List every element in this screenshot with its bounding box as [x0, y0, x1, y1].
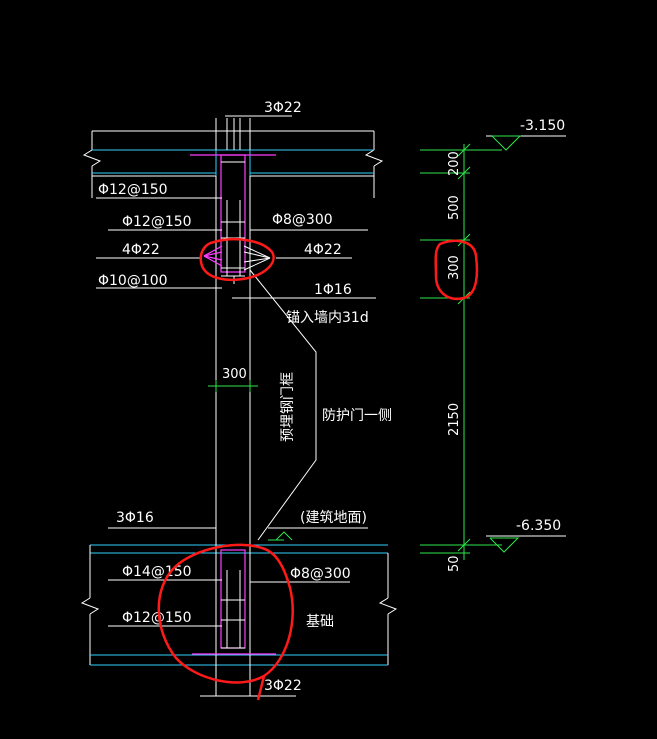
dim-500: 500	[447, 195, 462, 220]
label-foundation: 基础	[306, 613, 334, 630]
label-bars-left: 4Φ22	[122, 242, 160, 258]
label-bottom-bars: 3Φ22	[264, 678, 302, 694]
leader-lines-upper	[96, 197, 376, 299]
dim-2150: 2150	[447, 403, 462, 436]
label-embedded-frame: 预埋钢门框	[280, 372, 296, 442]
label-bars-3-16: 3Φ16	[116, 510, 154, 526]
label-bars-right: 4Φ22	[304, 242, 342, 258]
markup-circle-dim300	[434, 239, 479, 301]
label-floor: (建筑地面)	[300, 510, 367, 526]
elevation-dimension-chain	[420, 143, 502, 560]
label-stirrup-1: Φ12@150	[98, 182, 168, 198]
wall-width-dimension	[208, 380, 258, 392]
elevation-top: -3.150	[520, 118, 565, 134]
label-found-stirrup-1: Φ14@150	[122, 564, 192, 580]
column-top-stub	[215, 115, 292, 150]
dim-300: 300	[447, 255, 462, 280]
top-slab	[82, 130, 384, 198]
elevation-marker-top	[486, 135, 566, 151]
label-wall-width: 300	[222, 367, 247, 382]
markup-circle-foundation	[157, 543, 294, 701]
label-anchor: 锚入墙内31d	[286, 310, 369, 326]
label-stirrup-3: Φ8@300	[272, 212, 333, 228]
wall-body	[215, 150, 251, 540]
elevation-marker-bottom	[486, 535, 566, 553]
elevation-bottom: -6.350	[516, 518, 561, 534]
label-door-side: 防护门一侧	[322, 408, 392, 424]
markup-circle-upper	[199, 238, 275, 282]
foundation-rebar	[192, 540, 296, 697]
label-bar-1: 1Φ16	[314, 282, 352, 298]
rebar-fan-right	[243, 245, 271, 271]
rebar-fan-left	[203, 245, 223, 267]
anchor-bar	[249, 269, 317, 541]
label-stirrup-4: Φ10@100	[98, 273, 168, 289]
dim-50: 50	[447, 555, 462, 572]
upper-beam-rebar	[190, 154, 276, 284]
dim-200: 200	[447, 151, 462, 176]
label-found-stirrup-3: Φ12@150	[122, 610, 192, 626]
label-found-stirrup-2: Φ8@300	[290, 566, 351, 582]
label-top-bars: 3Φ22	[264, 100, 302, 116]
label-stirrup-2: Φ12@150	[122, 214, 192, 230]
